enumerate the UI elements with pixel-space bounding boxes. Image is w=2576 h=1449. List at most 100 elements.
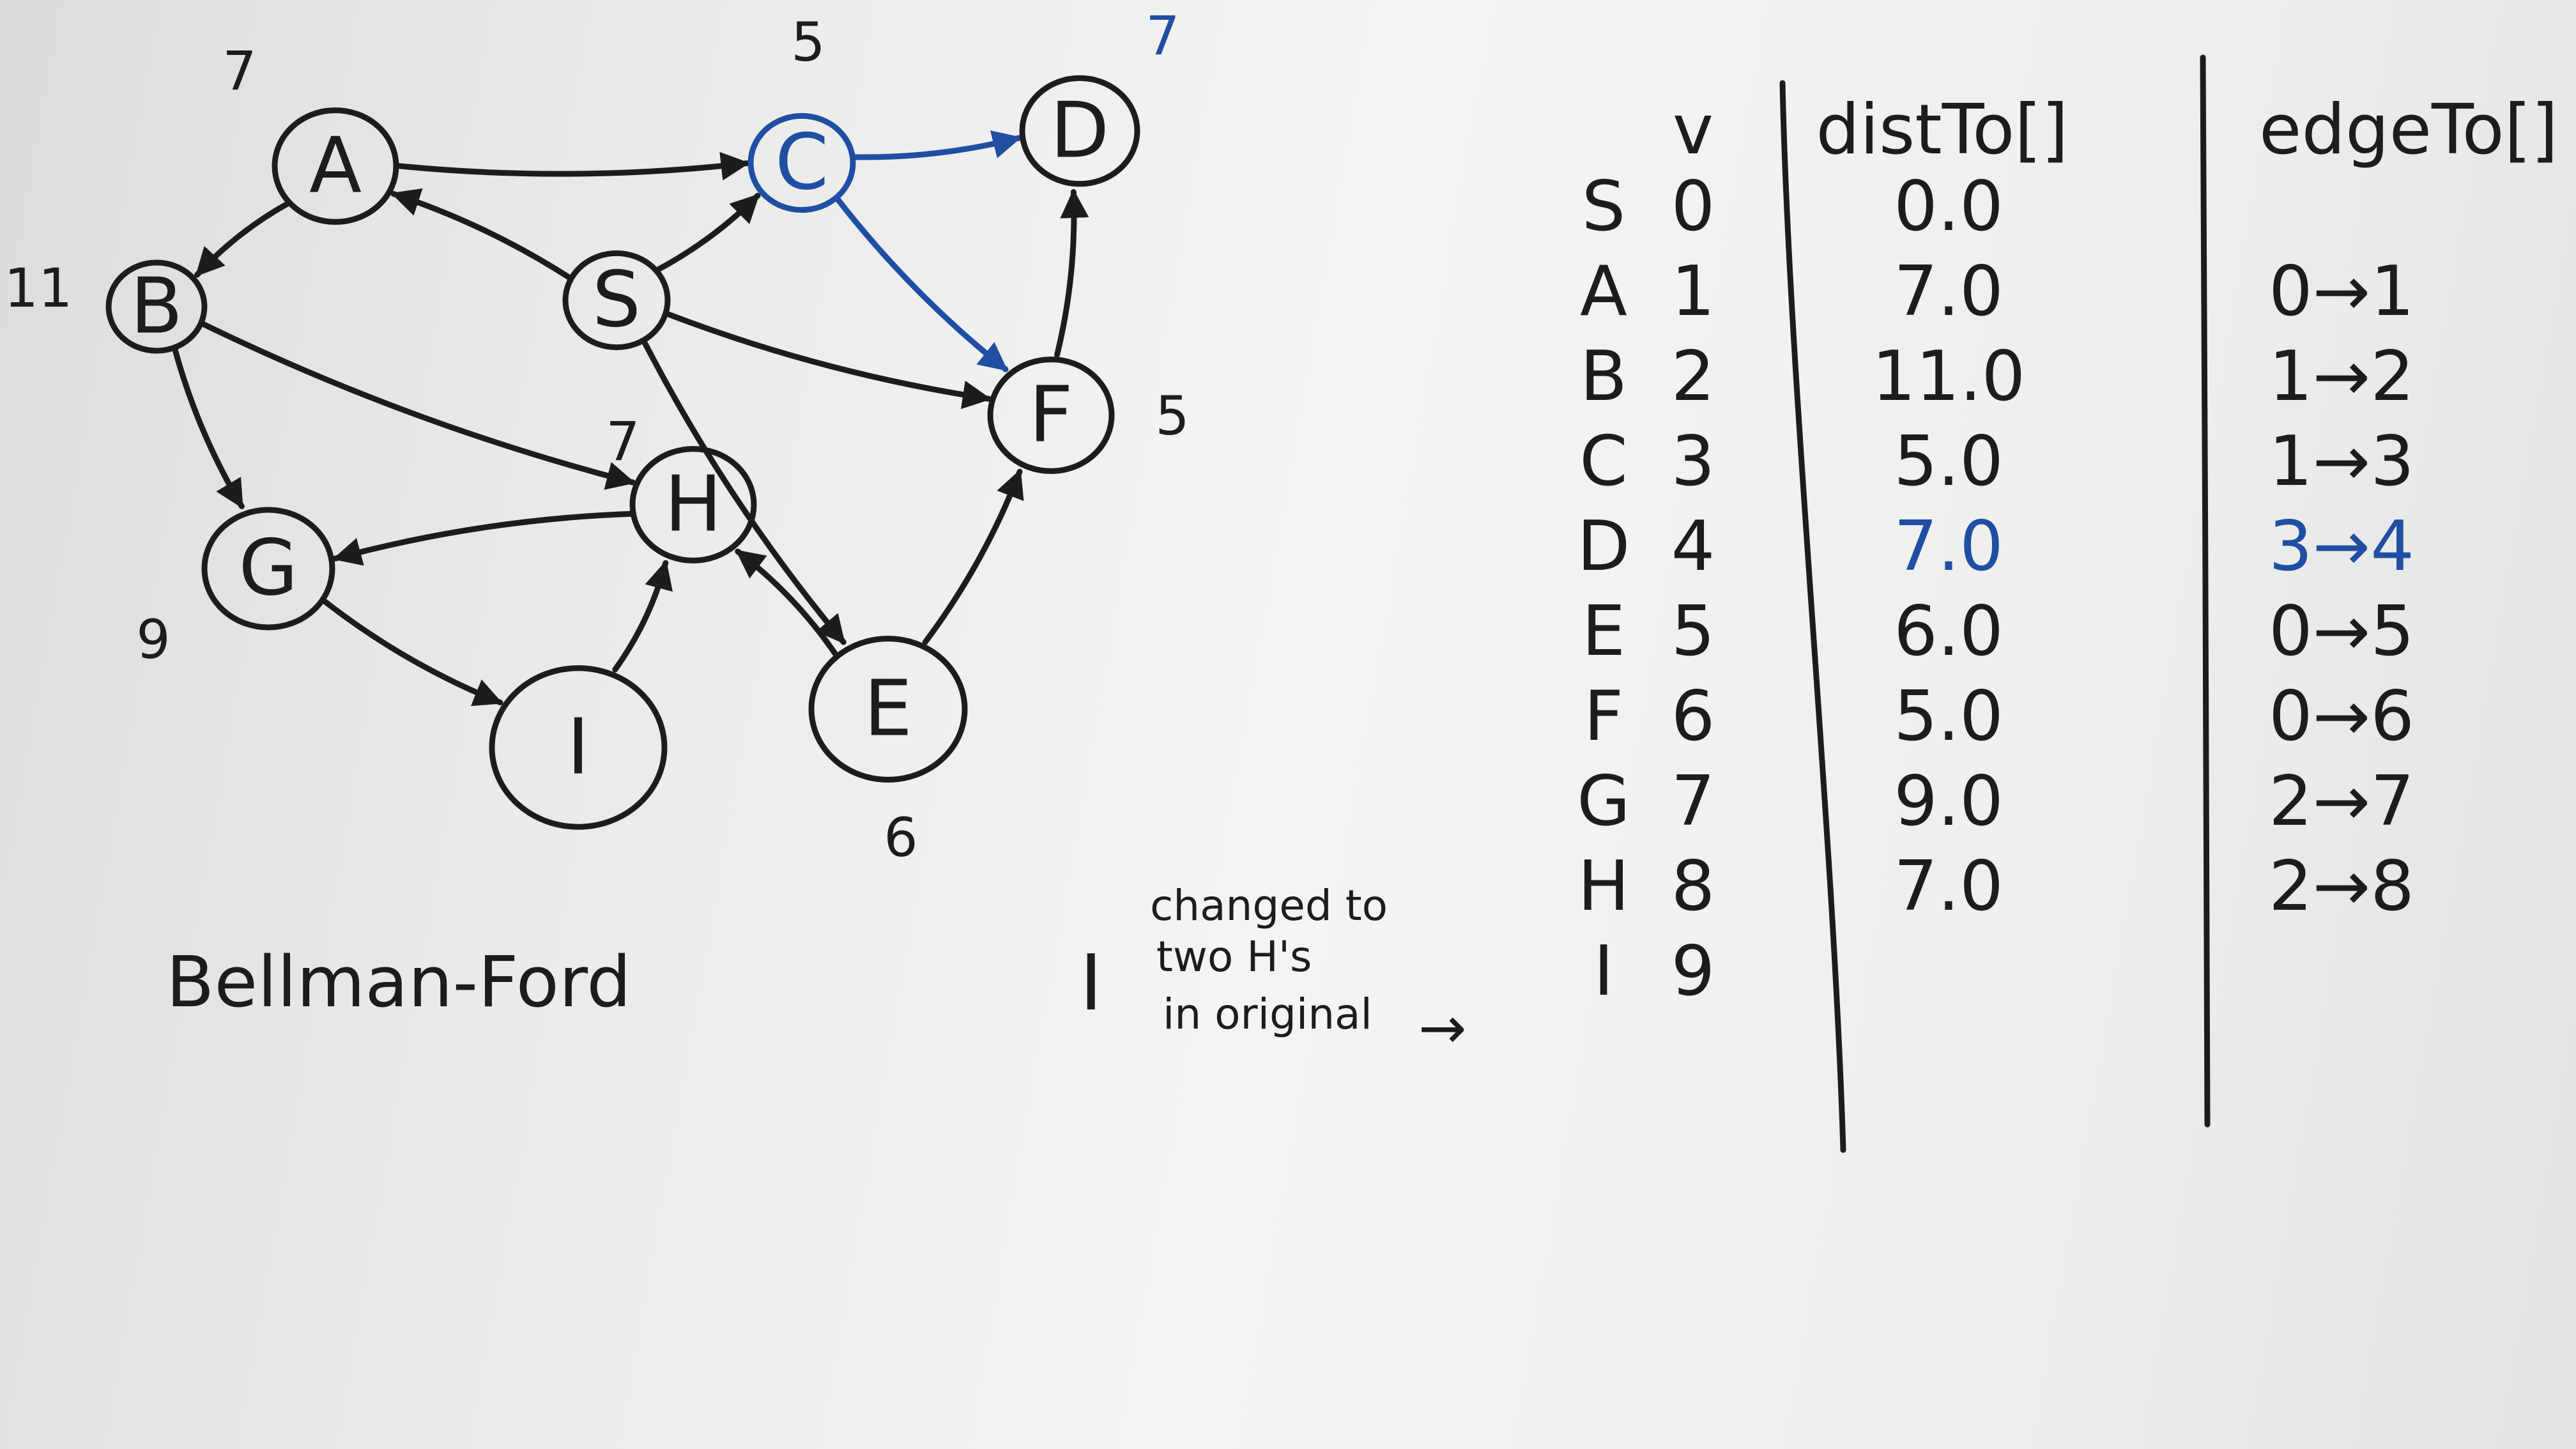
row-distto: 6.0 <box>1894 592 2004 671</box>
row-distto: 0.0 <box>1894 167 2004 247</box>
node-i: I <box>489 665 668 830</box>
node-c: C5 <box>747 11 856 213</box>
node-circle <box>272 107 399 225</box>
note-letter: I <box>1080 939 1102 1028</box>
node-a: A7 <box>222 40 399 225</box>
edge-h-g <box>332 510 636 566</box>
node-circle <box>201 507 335 631</box>
row-vertex-name: D <box>1577 507 1630 586</box>
node-circle <box>987 356 1115 474</box>
edge-e-h <box>735 548 838 657</box>
node-circle <box>808 636 968 783</box>
row-vertex-name: B <box>1580 337 1627 417</box>
row-distto: 11.0 <box>1872 337 2025 417</box>
edge-a-c <box>393 151 750 181</box>
node-e: E6 <box>808 636 968 869</box>
row-edgeto: 1→3 <box>2269 422 2414 502</box>
row-vertex-index: 9 <box>1671 931 1715 1011</box>
node-distance-label: 7 <box>606 410 640 473</box>
node-h: H7 <box>606 410 757 564</box>
page-title: Bellman-Ford <box>166 941 631 1023</box>
row-vertex-name: E <box>1582 592 1625 671</box>
node-s: S <box>562 250 671 351</box>
row-edgeto: 0→5 <box>2269 592 2414 671</box>
node-label: A <box>309 122 362 211</box>
row-vertex-index: 2 <box>1671 337 1715 417</box>
row-distto: 7.0 <box>1894 507 2004 586</box>
node-circle <box>105 259 208 354</box>
node-circle <box>489 665 668 830</box>
edge-s-f <box>663 310 992 410</box>
edge-s-c <box>654 192 761 273</box>
edge-b-g <box>172 348 245 510</box>
node-label: D <box>1050 87 1109 176</box>
row-distto: 7.0 <box>1894 252 2004 332</box>
row-vertex-index: 8 <box>1671 847 1715 926</box>
node-distance-label: 9 <box>136 608 170 671</box>
node-label: E <box>864 665 912 754</box>
node-label: B <box>130 263 183 351</box>
node-b: B11 <box>4 257 208 354</box>
row-edgeto: 0→6 <box>2269 677 2414 756</box>
edge-f-d <box>1054 189 1089 358</box>
row-vertex-index: 5 <box>1671 592 1715 671</box>
edge-c-f <box>834 196 1009 372</box>
header-distto: distTo[] <box>1816 90 2068 170</box>
node-circle <box>1019 75 1140 187</box>
row-edgeto: 2→7 <box>2269 762 2414 841</box>
header-edgeto: edgeTo[] <box>2259 90 2558 170</box>
row-edgeto: 3→4 <box>2269 507 2414 586</box>
graph-edges <box>172 130 1089 707</box>
node-distance-label: 7 <box>1146 4 1179 67</box>
node-label: G <box>239 525 298 613</box>
node-circle <box>747 112 856 213</box>
row-vertex-name: F <box>1584 677 1623 756</box>
node-circle <box>562 250 671 351</box>
annotation-note: I changed to two H's in original → <box>1080 881 1466 1062</box>
row-vertex-name: A <box>1580 252 1627 332</box>
row-vertex-index: 7 <box>1671 762 1715 841</box>
row-edgeto: 2→8 <box>2269 847 2414 926</box>
row-vertex-index: 0 <box>1671 167 1715 247</box>
node-g: G9 <box>136 507 335 671</box>
row-edgeto: 1→2 <box>2269 337 2414 417</box>
table-divider-2 <box>2200 54 2211 1128</box>
row-distto: 5.0 <box>1894 422 2004 502</box>
node-distance-label: 6 <box>884 806 917 869</box>
node-d: D7 <box>1019 4 1180 187</box>
row-vertex-index: 6 <box>1671 677 1715 756</box>
row-distto: 5.0 <box>1894 677 2004 756</box>
row-vertex-name: S <box>1582 167 1626 247</box>
node-circle <box>629 446 757 564</box>
note-line-2: two H's <box>1156 932 1312 981</box>
row-edgeto: 0→1 <box>2269 252 2414 332</box>
node-label: I <box>567 703 589 792</box>
node-label: S <box>592 256 641 345</box>
row-vertex-name: G <box>1577 762 1630 841</box>
edge-a-b <box>194 201 291 278</box>
row-vertex-index: 4 <box>1671 507 1715 586</box>
node-label: H <box>664 461 722 549</box>
table-divider-1 <box>1779 80 1846 1153</box>
row-distto: 7.0 <box>1894 847 2004 926</box>
node-distance-label: 7 <box>222 40 256 102</box>
node-label: C <box>775 119 829 208</box>
row-vertex-name: I <box>1593 931 1614 1011</box>
header-v: v <box>1673 90 1713 170</box>
row-vertex-index: 1 <box>1671 252 1715 332</box>
edge-b-h <box>198 320 636 490</box>
row-vertex-name: C <box>1579 422 1627 502</box>
edge-c-d <box>849 130 1022 160</box>
